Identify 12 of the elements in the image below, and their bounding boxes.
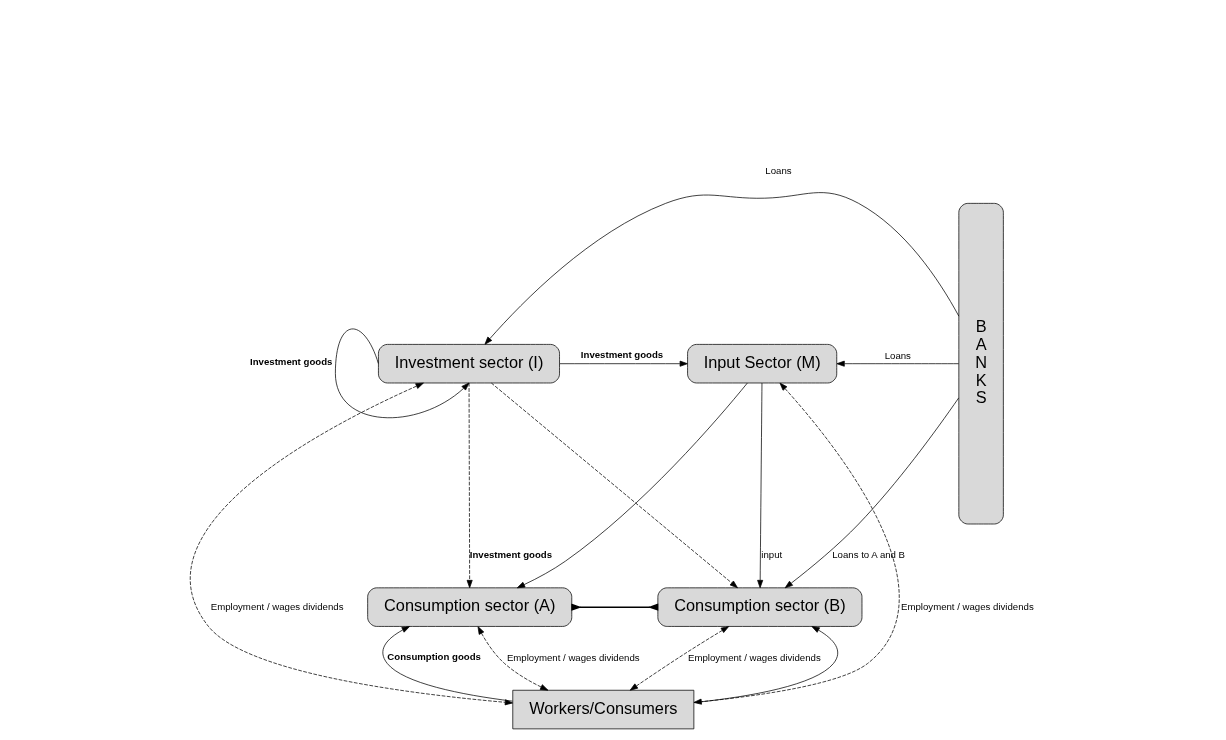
edge-label: Loans (765, 164, 792, 176)
edge-label: Employment / wages dividends (210, 600, 344, 612)
edge-label: Loans to A and B (832, 549, 906, 561)
edge-label: Employment / wages dividends (688, 651, 821, 663)
edge-label: Consumption goods (387, 651, 481, 663)
edge-label: Employment / wages dividends (901, 600, 1034, 612)
edge-label: Investment goods (580, 349, 664, 361)
edge-label: Investment goods (250, 356, 333, 368)
edge-label: Investment goods (469, 548, 553, 560)
edge-label: Loans (884, 349, 911, 361)
edge-label: Employment / wages dividends (506, 651, 640, 663)
edge-label: input (761, 549, 783, 561)
